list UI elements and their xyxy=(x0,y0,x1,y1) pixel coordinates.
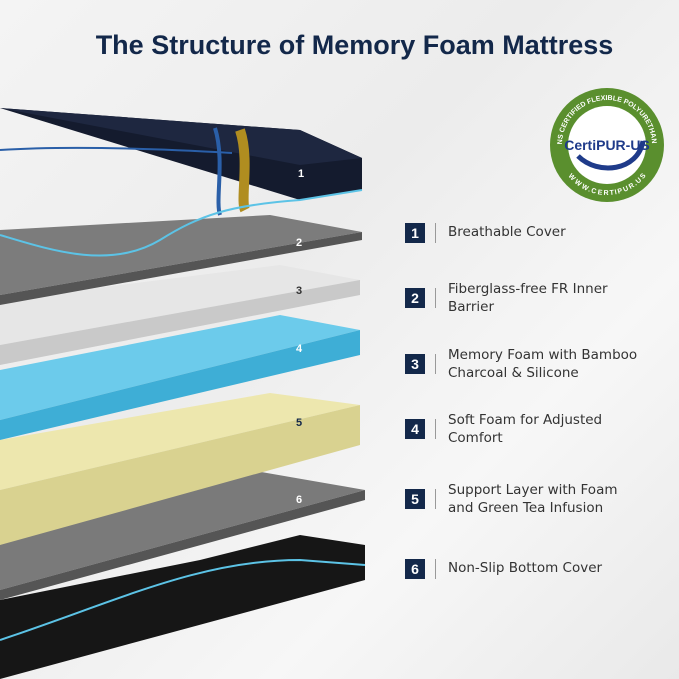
layer-3-graphic: 3 xyxy=(0,265,360,365)
legend-label: Breathable Cover xyxy=(448,224,566,240)
legend-number: 4 xyxy=(405,419,425,439)
certipur-us-logo: CONTAINS CERTIFIED FLEXIBLE POLYURETHANE… xyxy=(548,86,664,202)
legend-item: 4 Soft Foam for Adjusted Comfort xyxy=(405,411,675,447)
legend-label: Soft Foam for Adjusted Comfort xyxy=(448,412,603,446)
layer-6-graphic: 6 xyxy=(0,470,365,600)
legend-number: 5 xyxy=(405,489,425,509)
page-title: The Structure of Memory Foam Mattress xyxy=(95,30,614,60)
legend-item: 5 Support Layer with Foam and Green Tea … xyxy=(405,481,675,517)
svg-text:CertiPUR-US: CertiPUR-US xyxy=(564,137,650,153)
legend-number: 3 xyxy=(405,354,425,374)
legend-label: Memory Foam with Bamboo Charcoal & Silic… xyxy=(448,347,638,381)
legend-item: 6 Non-Slip Bottom Cover xyxy=(405,559,675,579)
layer-4-graphic: 4 xyxy=(0,315,360,440)
legend-number: 2 xyxy=(405,288,425,308)
layer-2-tag: 2 xyxy=(296,237,302,249)
layer-2-graphic: 2 xyxy=(0,215,362,305)
legend-number: 6 xyxy=(405,559,425,579)
legend-item: 3 Memory Foam with Bamboo Charcoal & Sil… xyxy=(405,346,675,382)
layer-3-tag: 3 xyxy=(296,285,302,297)
legend-label: Fiberglass-free FR Inner Barrier xyxy=(448,281,608,315)
legend-item: 2 Fiberglass-free FR Inner Barrier xyxy=(405,280,675,316)
layer-6-tag: 6 xyxy=(296,494,302,506)
layer-4-tag: 4 xyxy=(296,343,303,355)
layer-5-graphic: 5 xyxy=(0,393,360,545)
legend-label: Non-Slip Bottom Cover xyxy=(448,560,603,576)
layer-1-tag: 1 xyxy=(298,168,304,180)
legend-item: 1 Breathable Cover xyxy=(405,223,675,243)
layer-bottom-cover xyxy=(0,535,366,679)
legend-number: 1 xyxy=(405,223,425,243)
legend-label: Support Layer with Foam and Green Tea In… xyxy=(448,482,618,516)
layer-5-tag: 5 xyxy=(296,417,302,429)
layer-1-graphic: 1 xyxy=(0,108,363,257)
